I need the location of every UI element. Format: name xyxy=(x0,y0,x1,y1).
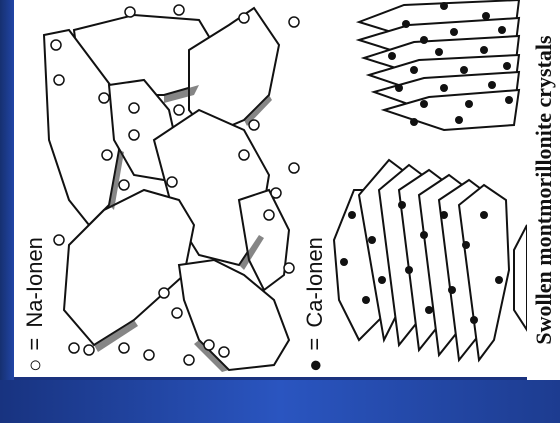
legend-ca-label: Ca-Ionen xyxy=(302,237,327,328)
legend-na-eq: = xyxy=(22,338,47,351)
na-platelet xyxy=(239,190,289,290)
legend-ca: ● = Ca-Ionen xyxy=(302,237,327,372)
na-crystal-group xyxy=(44,8,289,370)
slide-figure: ○ = Na-Ionen ● = Ca-Ionen xyxy=(14,0,527,377)
legend-na-symbol: ○ xyxy=(22,359,47,372)
legend-na: ○ = Na-Ionen xyxy=(22,237,47,372)
svg-text:○ = Na-Ionen: ○ = Na-Ionen xyxy=(22,237,47,372)
svg-text:● = Ca-Ionen: ● = Ca-Ionen xyxy=(302,237,327,372)
side-title: Swollen montmorillonite crystals xyxy=(531,35,557,344)
legend-ca-symbol: ● xyxy=(302,359,327,372)
ca-stack-bottom xyxy=(334,160,509,360)
montmorillonite-diagram: ○ = Na-Ionen ● = Ca-Ionen xyxy=(14,0,527,377)
legend-ca-eq: = xyxy=(302,338,327,351)
bottom-border-band xyxy=(0,380,560,423)
ca-partial-flake xyxy=(514,225,527,330)
left-border-strip xyxy=(0,0,14,380)
legend-na-label: Na-Ionen xyxy=(22,237,47,328)
side-title-panel: Swollen montmorillonite crystals xyxy=(527,0,560,380)
ca-stack-top xyxy=(359,0,519,130)
